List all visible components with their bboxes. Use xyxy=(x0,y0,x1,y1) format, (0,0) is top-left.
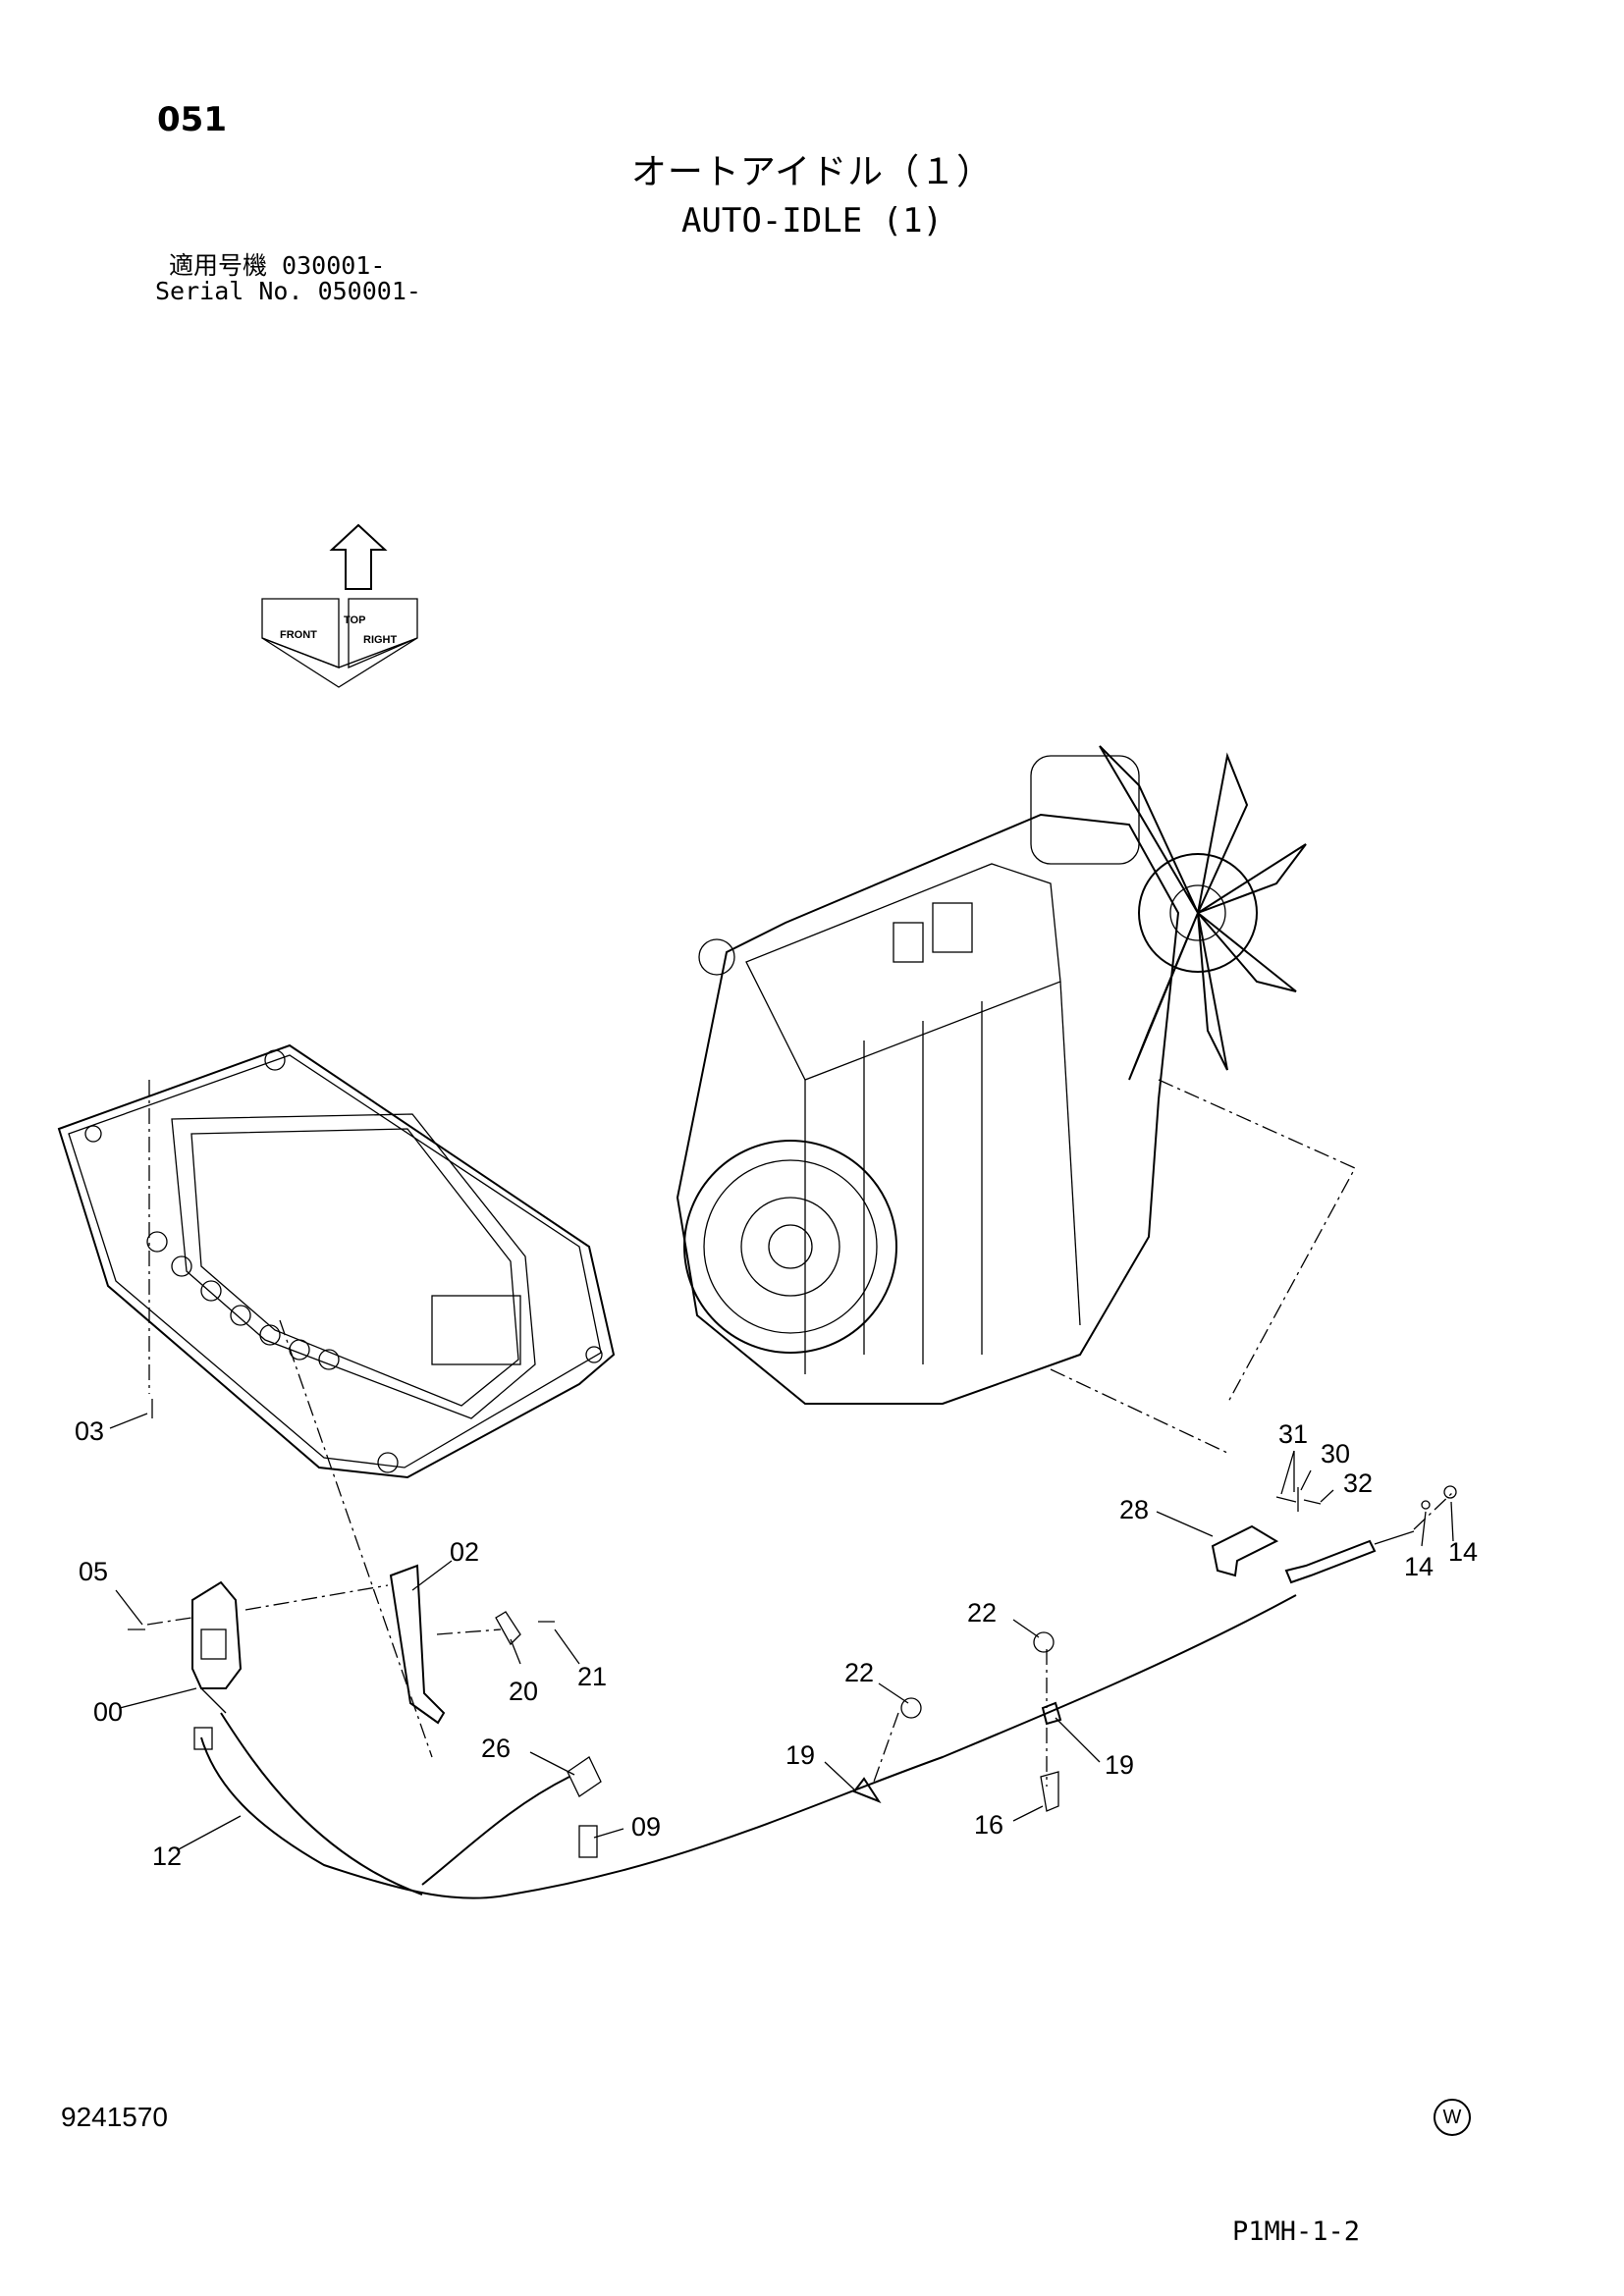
callout-09: 09 xyxy=(631,1812,661,1842)
serial-range-english: Serial No. 050001- xyxy=(155,277,421,305)
harness-branch xyxy=(421,1776,570,1886)
callout-16: 16 xyxy=(974,1810,1003,1840)
engine-bracket-outline xyxy=(1158,1079,1356,1405)
cable-rod xyxy=(1374,1530,1415,1545)
harness-10 xyxy=(220,1712,423,1896)
floor-plate-with-control-valve xyxy=(57,1043,616,1479)
title-japanese: オートアイドル（１） xyxy=(630,152,994,192)
callout-30: 30 xyxy=(1321,1439,1350,1468)
clip-22 xyxy=(1033,1631,1055,1653)
serial-range-japanese: 適用号機 030001- xyxy=(169,251,386,280)
connector-26 xyxy=(567,1756,602,1797)
orientation-right-label: RIGHT xyxy=(363,634,398,646)
callout-32: 32 xyxy=(1343,1468,1373,1498)
callout-31: 31 xyxy=(1278,1419,1308,1449)
clamp-19 xyxy=(852,1777,882,1804)
switch-guide-line xyxy=(244,1584,389,1611)
document-number: 9241570 xyxy=(61,2102,169,2132)
nut-14 xyxy=(1443,1485,1457,1499)
spring-31 xyxy=(1275,1496,1297,1503)
engine-assembly xyxy=(676,745,1307,1405)
switch-assembly-00 xyxy=(191,1580,243,1714)
clamp-19 xyxy=(1041,1701,1062,1726)
washer-20 xyxy=(495,1611,521,1646)
washer-12 xyxy=(1421,1500,1431,1510)
callout-22-left: 22 xyxy=(844,1658,874,1687)
bolt-21-guide-line xyxy=(436,1629,502,1635)
page-number: 051 xyxy=(157,100,227,139)
callout-12: 14 xyxy=(1404,1552,1434,1581)
callout-00: 00 xyxy=(93,1697,123,1727)
bolt-05-guide-line xyxy=(146,1617,192,1626)
callout-10: 12 xyxy=(152,1842,182,1871)
cable-end-boot xyxy=(1284,1539,1377,1584)
callout-28: 28 xyxy=(1119,1495,1149,1524)
clip-22 xyxy=(900,1697,922,1719)
harness-connector xyxy=(193,1727,213,1750)
orientation-top-label: TOP xyxy=(344,614,365,626)
bolt-32 xyxy=(1303,1499,1322,1505)
callout-21: 21 xyxy=(577,1662,607,1691)
engine-bracket-outline xyxy=(1050,1368,1228,1454)
callout-22-right: 22 xyxy=(967,1598,997,1628)
title-english: AUTO-IDLE (1) xyxy=(680,201,944,240)
bracket-02 xyxy=(389,1564,446,1725)
callout-20: 20 xyxy=(509,1677,538,1706)
callout-02: 02 xyxy=(450,1537,479,1567)
callout-leaders xyxy=(109,1413,1454,1851)
callout-labels: 03 05 02 00 12 20 21 26 09 22 22 19 19 1… xyxy=(75,1416,1478,1871)
bracket-28 xyxy=(1211,1524,1279,1577)
callout-14: 14 xyxy=(1448,1537,1478,1567)
cable-nut-guide-line xyxy=(1413,1491,1454,1530)
pressure-switch-09 xyxy=(578,1825,598,1858)
callout-19-right: 19 xyxy=(1105,1750,1134,1780)
callout-03: 03 xyxy=(75,1416,104,1446)
page-code: P1MH-1-2 xyxy=(1232,2216,1361,2247)
orientation-front-label: FRONT xyxy=(280,629,317,641)
orientation-icon: FRONT TOP RIGHT xyxy=(261,523,418,688)
callout-26: 26 xyxy=(481,1734,511,1763)
harness-10 xyxy=(200,1594,1297,1899)
copyright-mark: W xyxy=(1434,2099,1471,2136)
callout-05: 05 xyxy=(79,1557,108,1586)
stay-16 xyxy=(1040,1771,1059,1812)
callout-19-left: 19 xyxy=(785,1740,815,1770)
clip-22-guide-line xyxy=(873,1712,899,1783)
